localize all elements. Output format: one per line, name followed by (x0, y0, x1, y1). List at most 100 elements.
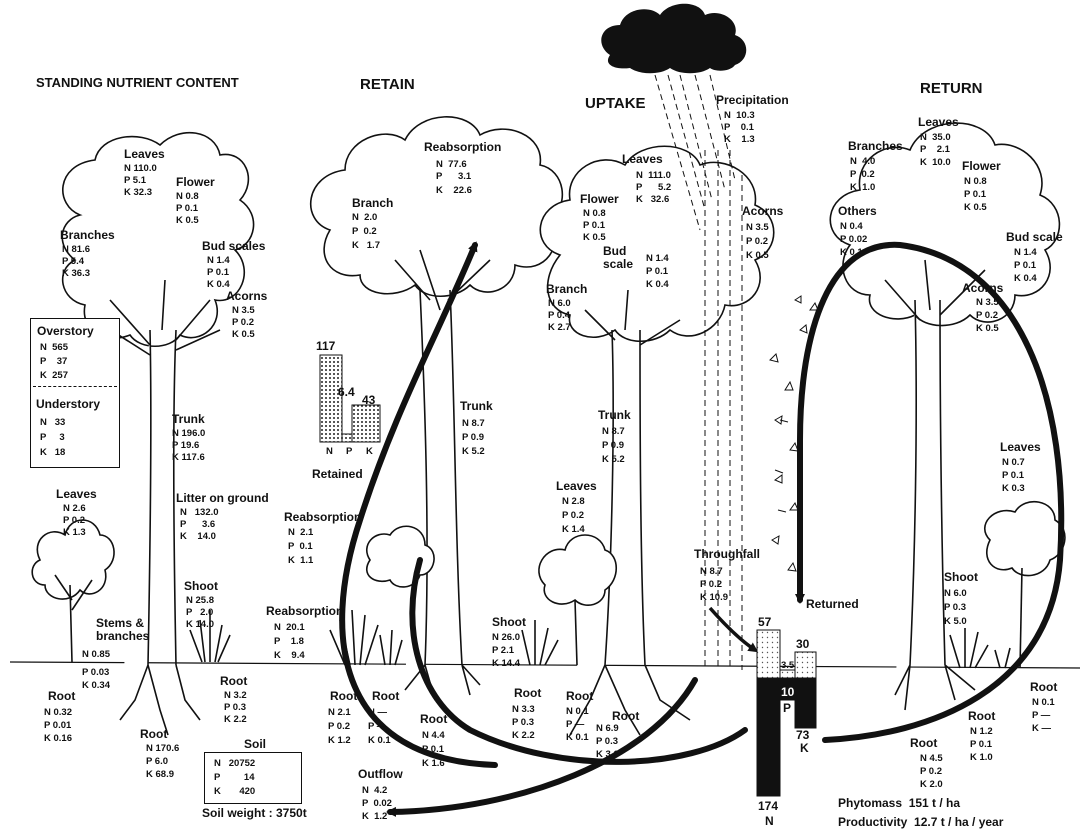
retain-trunk-k: K 5.2 (462, 446, 485, 457)
retained-bar-k (352, 405, 380, 442)
understory-leaves-p: P 0.2 (63, 515, 85, 526)
retain-reabsorption-top-k: K 22.6 (436, 185, 472, 196)
outflow-label: Outflow (358, 768, 403, 781)
soil-p: P 14 (214, 772, 255, 783)
precipitation-k: K 1.3 (724, 134, 755, 145)
return-others-label: Others (838, 205, 877, 218)
uptake-root3-k: K 1.6 (422, 758, 445, 769)
uptake-bud-scale-label: Bud scale (603, 245, 633, 271)
return-flower-p: P 0.1 (964, 189, 986, 200)
standing-root-left-label: Root (48, 690, 75, 703)
retained-letter-p: P (346, 446, 352, 457)
budget-bar-n (757, 678, 780, 796)
overstory-p: P 37 (40, 356, 67, 367)
standing-root-small-p: P 0.3 (224, 702, 246, 713)
overstory-label: Overstory (37, 325, 94, 338)
uptake-root2-label: Root (566, 690, 593, 703)
uptake-trunk-label: Trunk (598, 409, 631, 422)
litter-p: P 3.6 (180, 519, 215, 530)
return-flower-label: Flower (962, 160, 1001, 173)
throughfall-p: P 0.2 (700, 579, 722, 590)
outflow-k: K 1.2 (362, 811, 387, 822)
understory-k: K 18 (40, 447, 65, 458)
standing-root-big-k: K 68.9 (146, 769, 174, 780)
uptake-root4-p: P 0.3 (596, 736, 618, 747)
standing-flower-n: N 0.8 (176, 191, 199, 202)
return-u-leaves-k: K 0.3 (1002, 483, 1025, 494)
soil-label: Soil (244, 738, 266, 751)
return-shoot-label: Shoot (944, 571, 978, 584)
return-acorns-p: P 0.2 (976, 310, 998, 321)
uptake-leaves-n: N 111.0 (636, 170, 671, 181)
retained-letter-n: N (326, 446, 333, 457)
retained-letter-k: K (366, 446, 373, 457)
retain-root2-k: K 0.1 (368, 735, 391, 746)
return-flower-n: N 0.8 (964, 176, 987, 187)
return-shoot-p: P 0.3 (944, 602, 966, 613)
uptake-trunk-n: N 8.7 (602, 426, 625, 437)
uptake-shoot-n: N 26.0 (492, 632, 520, 643)
soil-weight: Soil weight : 3750t (202, 807, 307, 820)
budget-bar-top-57 (757, 630, 780, 678)
uptake-leaves-k: K 32.6 (636, 194, 669, 205)
budget-p-value: 10 (781, 686, 794, 699)
understory-leaves-n: N 2.6 (63, 503, 86, 514)
soil-n: N 20752 (214, 758, 255, 769)
retain-reabsorption-mid-p: P 0.1 (288, 541, 313, 552)
uptake-leaves-small-label: Leaves (556, 480, 597, 493)
throughfall-label: Throughfall (694, 548, 760, 561)
return-bud-scale-p: P 0.1 (1014, 260, 1036, 271)
budget-n-value: 174 (758, 800, 778, 813)
uptake-flower-n: N 0.8 (583, 208, 606, 219)
uptake-root1-p: P 0.3 (512, 717, 534, 728)
trunk-uptake (570, 330, 690, 735)
return-leaves-label: Leaves (918, 116, 959, 129)
outflow-p: P 0.02 (362, 798, 392, 809)
standing-trunk-p: P 19.6 (172, 440, 199, 451)
standing-bud-scales-n: N 1.4 (207, 255, 230, 266)
return-others-n: N 0.4 (840, 221, 863, 232)
retained-value-p: 6.4 (338, 386, 355, 399)
uptake-acorns-p: P 0.2 (746, 236, 768, 247)
uptake-bud-scale-p: P 0.1 (646, 266, 668, 277)
retain-root2-p: P — (368, 721, 386, 732)
standing-trunk-label: Trunk (172, 413, 205, 426)
precipitation-label: Precipitation (716, 94, 789, 107)
uptake-leaves-small-p: P 0.2 (562, 510, 584, 521)
standing-shoot-n: N 25.8 (186, 595, 214, 606)
retain-reabsorption-low-p: P 1.8 (274, 636, 304, 647)
standing-root-left-n: N 0.32 (44, 707, 72, 718)
grass-return (950, 628, 1010, 668)
litter-label: Litter on ground (176, 492, 269, 505)
retained-label: Retained (312, 468, 363, 481)
standing-leaves-k: K 32.3 (124, 187, 152, 198)
standing-bud-scales-p: P 0.1 (207, 267, 229, 278)
standing-acorns-p: P 0.2 (232, 317, 254, 328)
return-shoot-k: K 5.0 (944, 616, 967, 627)
return-branches-n: N 4.0 (850, 156, 875, 167)
standing-flower-label: Flower (176, 176, 215, 189)
uptake-leaves-p: P 5.2 (636, 182, 671, 193)
return-u-leaves-label: Leaves (1000, 441, 1041, 454)
return-u-leaves-n: N 0.7 (1002, 457, 1025, 468)
return-root2-k: K 1.0 (970, 752, 993, 763)
standing-branches-label: Branches (60, 229, 115, 242)
standing-root-small-k: K 2.2 (224, 714, 247, 725)
uptake-root4-k: K 3.6 (596, 749, 619, 760)
retain-root2-label: Root (372, 690, 399, 703)
uptake-root1-n: N 3.3 (512, 704, 535, 715)
budget-bar-k (795, 678, 816, 728)
returned-label: Returned (806, 598, 859, 611)
uptake-bud-scale-n: N 1.4 (646, 253, 669, 264)
standing-trunk-n: N 196.0 (172, 428, 205, 439)
budget-p-letter: P (783, 702, 791, 715)
retain-root1-p: P 0.2 (328, 721, 350, 732)
stems-k: K 0.34 (82, 680, 110, 691)
uptake-branch-p: P 0.4 (548, 310, 570, 321)
standing-flower-p: P 0.1 (176, 203, 198, 214)
return-shoot-n: N 6.0 (944, 588, 967, 599)
precipitation-p: P 0.1 (724, 122, 754, 133)
return-branches-k: K 1.0 (850, 182, 875, 193)
tree-uptake (522, 146, 774, 735)
understory-leaves-label: Leaves (56, 488, 97, 501)
